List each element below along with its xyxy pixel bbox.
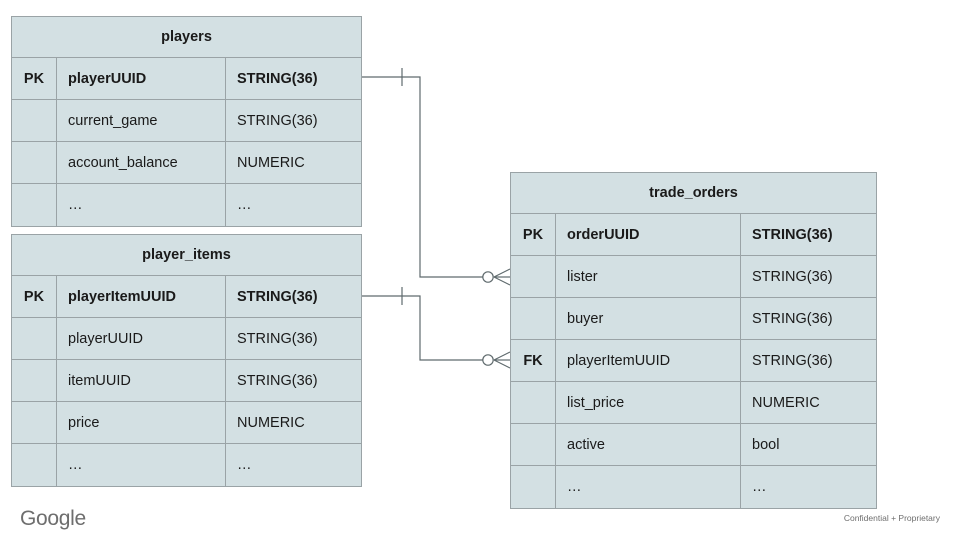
row-type: STRING(36) [237,372,318,389]
entity-title: trade_orders [511,173,876,214]
row-key: PK [12,276,57,317]
row-name: buyer [556,298,741,339]
row-key [12,318,57,359]
table-row[interactable]: PK orderUUID STRING(36) [511,214,876,256]
row-type: bool [752,436,780,453]
row-key [511,298,556,339]
row-key: PK [511,214,556,255]
row-key: PK [12,58,57,99]
table-row[interactable]: buyer STRING(36) [511,298,876,340]
row-type: NUMERIC [237,414,305,431]
row-name: orderUUID [556,214,741,255]
row-key [511,424,556,465]
table-row[interactable]: lister STRING(36) [511,256,876,298]
entity-title: player_items [12,235,361,276]
row-key [12,184,57,226]
row-name: … [556,466,741,508]
table-row[interactable]: PK playerItemUUID STRING(36) [12,276,361,318]
confidential-notice: Confidential + Proprietary [843,513,940,523]
row-type: STRING(36) [752,268,833,285]
table-row[interactable]: current_game STRING(36) [12,100,361,142]
table-row[interactable]: list_price NUMERIC [511,382,876,424]
row-name: active [556,424,741,465]
row-name: lister [556,256,741,297]
row-name: … [57,184,226,226]
row-key [511,466,556,508]
table-row[interactable]: itemUUID STRING(36) [12,360,361,402]
row-name: … [57,444,226,486]
table-row[interactable]: PK playerUUID STRING(36) [12,58,361,100]
row-name: itemUUID [57,360,226,401]
table-row[interactable]: price NUMERIC [12,402,361,444]
row-type: STRING(36) [752,226,833,243]
row-name: current_game [57,100,226,141]
row-type: STRING(36) [752,352,833,369]
row-type: … [752,479,767,495]
table-row[interactable]: playerUUID STRING(36) [12,318,361,360]
relationship-players-trade-orders [362,68,511,286]
row-type: … [237,197,252,213]
row-key [12,142,57,183]
row-key [12,402,57,443]
table-row[interactable]: account_balance NUMERIC [12,142,361,184]
entity-table-player-items[interactable]: player_items PK playerItemUUID STRING(36… [11,234,362,487]
row-type: STRING(36) [237,330,318,347]
entity-table-trade-orders[interactable]: trade_orders PK orderUUID STRING(36) lis… [510,172,877,509]
row-key [12,444,57,486]
row-name: account_balance [57,142,226,183]
row-key [12,360,57,401]
row-type: STRING(36) [237,112,318,129]
row-key: FK [511,340,556,381]
row-type: NUMERIC [237,154,305,171]
row-key [511,256,556,297]
row-name: list_price [556,382,741,423]
relationship-player-items-trade-orders [362,287,511,369]
table-row[interactable]: … … [511,466,876,508]
row-key [12,100,57,141]
row-name: playerItemUUID [57,276,226,317]
row-name: playerUUID [57,318,226,359]
row-type: NUMERIC [752,394,820,411]
row-type: STRING(36) [237,288,318,305]
entity-title: players [12,17,361,58]
entity-table-players[interactable]: players PK playerUUID STRING(36) current… [11,16,362,227]
row-name: playerUUID [57,58,226,99]
table-row[interactable]: … … [12,444,361,486]
row-type: STRING(36) [237,70,318,87]
google-logo: Google [20,507,86,530]
table-row[interactable]: FK playerItemUUID STRING(36) [511,340,876,382]
row-name: price [57,402,226,443]
row-key [511,382,556,423]
row-name: playerItemUUID [556,340,741,381]
table-row[interactable]: active bool [511,424,876,466]
row-type: … [237,457,252,473]
table-row[interactable]: … … [12,184,361,226]
row-type: STRING(36) [752,310,833,327]
